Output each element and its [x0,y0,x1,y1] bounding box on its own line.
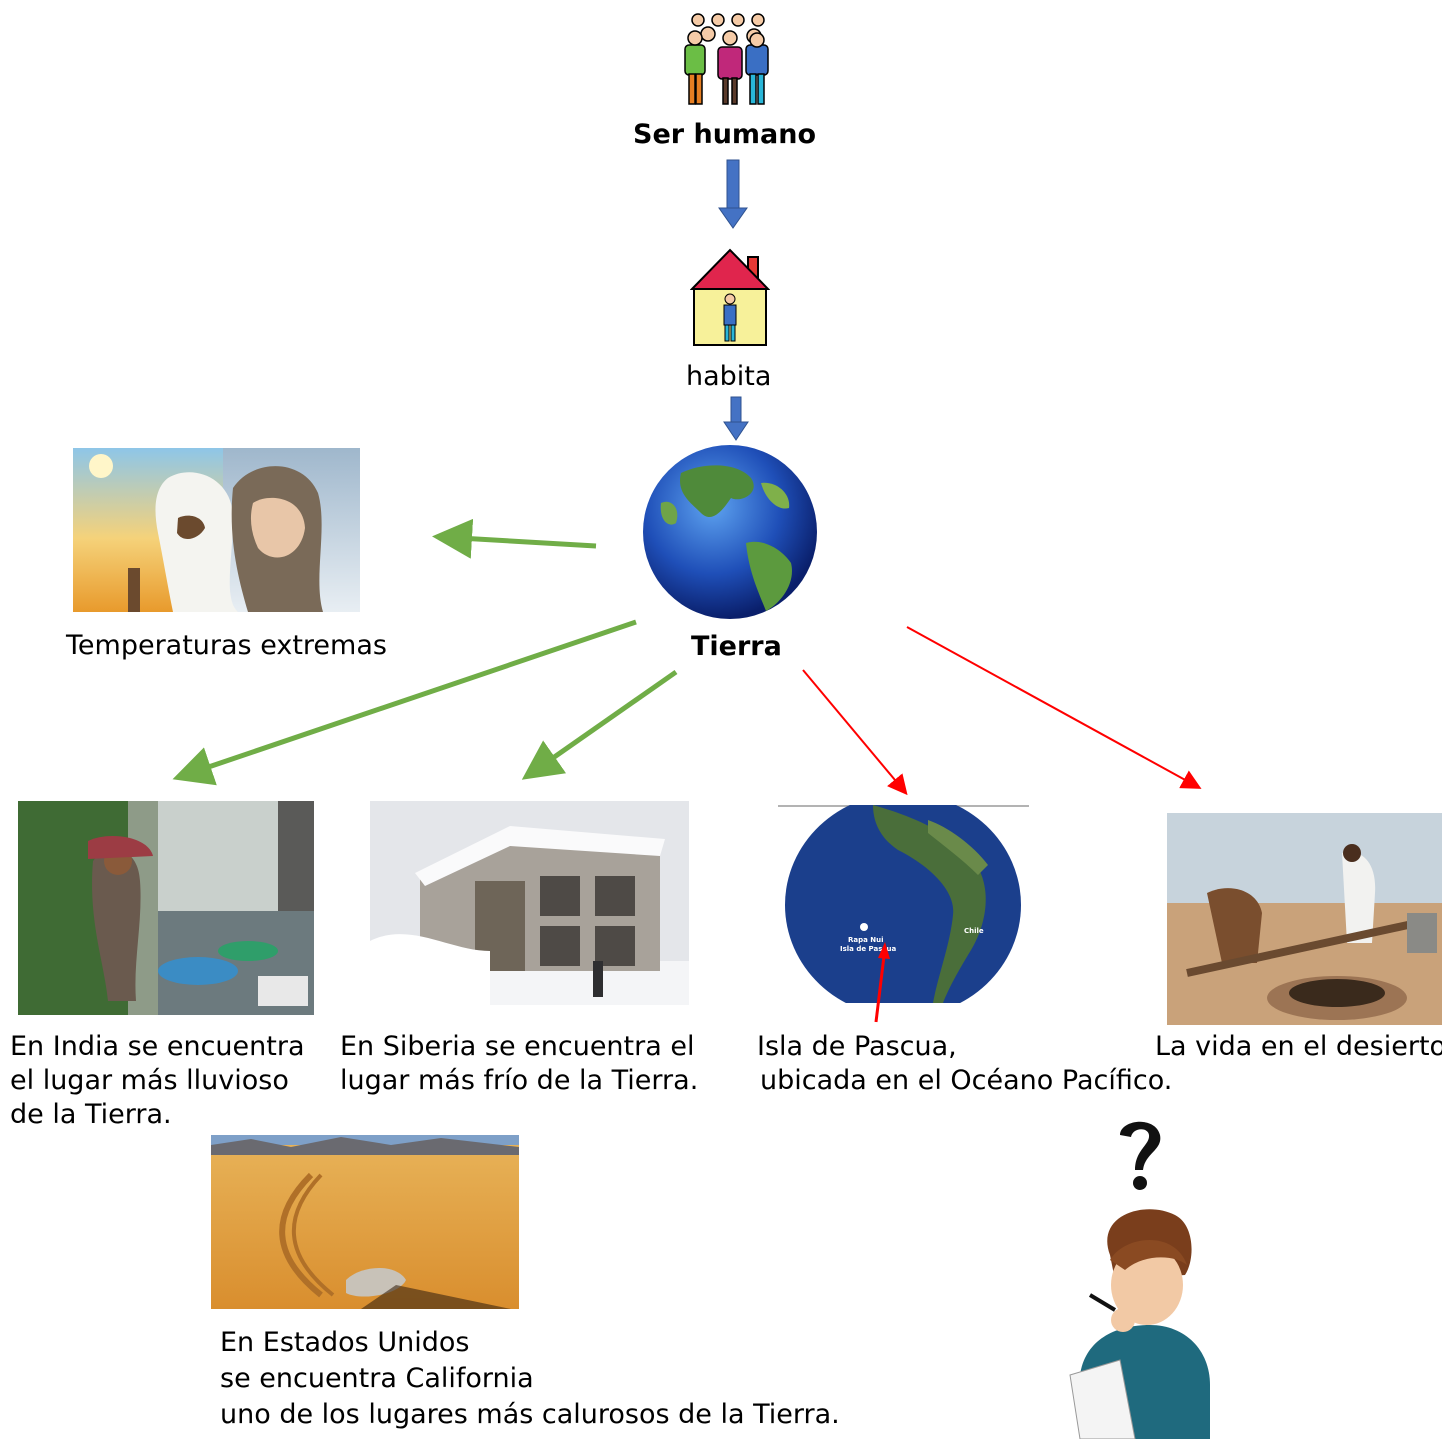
node-tierra: Tierra [691,631,782,662]
map-label-island: Rapa Nui [848,936,884,944]
caption-india-line-2: el lugar más lluvioso [10,1065,289,1096]
node-temperaturas: Temperaturas extremas [66,630,387,661]
caption-india: En India se encuentra el lugar más lluvi… [10,1030,305,1132]
pascua-map-image: Rapa Nui Isla de Pascua Chile [778,805,1029,1003]
arrow-habita-tierra [723,396,749,441]
caption-siberia: En Siberia se encuentra el lugar más frí… [340,1030,698,1098]
caption-siberia-line-1: En Siberia se encuentra el [340,1031,695,1062]
california-desert-image [211,1135,519,1309]
map-label-country: Chile [964,927,984,935]
caption-california-line-1: En Estados Unidos [220,1327,470,1358]
arrow-tierra-siberia [521,669,678,780]
caption-california-line-2: se encuentra California [220,1363,534,1394]
caption-pascua-line-1: Isla de Pascua, [757,1031,957,1062]
caption-india-line-3: de la Tierra. [10,1099,172,1130]
node-ser-humano: Ser humano [633,119,817,150]
caption-california: En Estados Unidos se encuentra Californi… [220,1325,840,1433]
map-label-island-sub: Isla de Pascua [840,945,897,953]
caption-pascua-line-2: ubicada en el Océano Pacífico. [760,1065,1173,1096]
people-group-icon [680,10,780,110]
caption-desierto: La vida en el desierto. [1155,1030,1442,1064]
arrow-humano-habita [718,159,748,229]
earth-globe-icon [641,443,819,621]
india-rain-image [18,801,314,1015]
caption-desierto-line-1: La vida en el desierto. [1155,1031,1442,1062]
pascua-pointer-arrow [874,942,890,1023]
caption-siberia-line-2: lugar más frío de la Tierra. [340,1065,699,1096]
siberia-frozen-house-image [370,801,689,1005]
caption-india-line-1: En India se encuentra [10,1031,305,1062]
caption-california-line-3: uno de los lugares más calurosos de la T… [220,1399,840,1430]
caption-pascua: Isla de Pascua, ubicada en el Océano Pac… [757,1030,1172,1098]
arrow-tierra-temperaturas [432,518,597,559]
arrow-tierra-pascua [802,669,908,796]
desert-life-image [1167,813,1442,1025]
temperaturas-extremas-image [73,448,360,612]
arrow-tierra-desierto [906,626,1202,789]
node-habita: habita [686,361,772,392]
house-icon [689,247,771,347]
thinking-person-icon [1055,1115,1225,1440]
